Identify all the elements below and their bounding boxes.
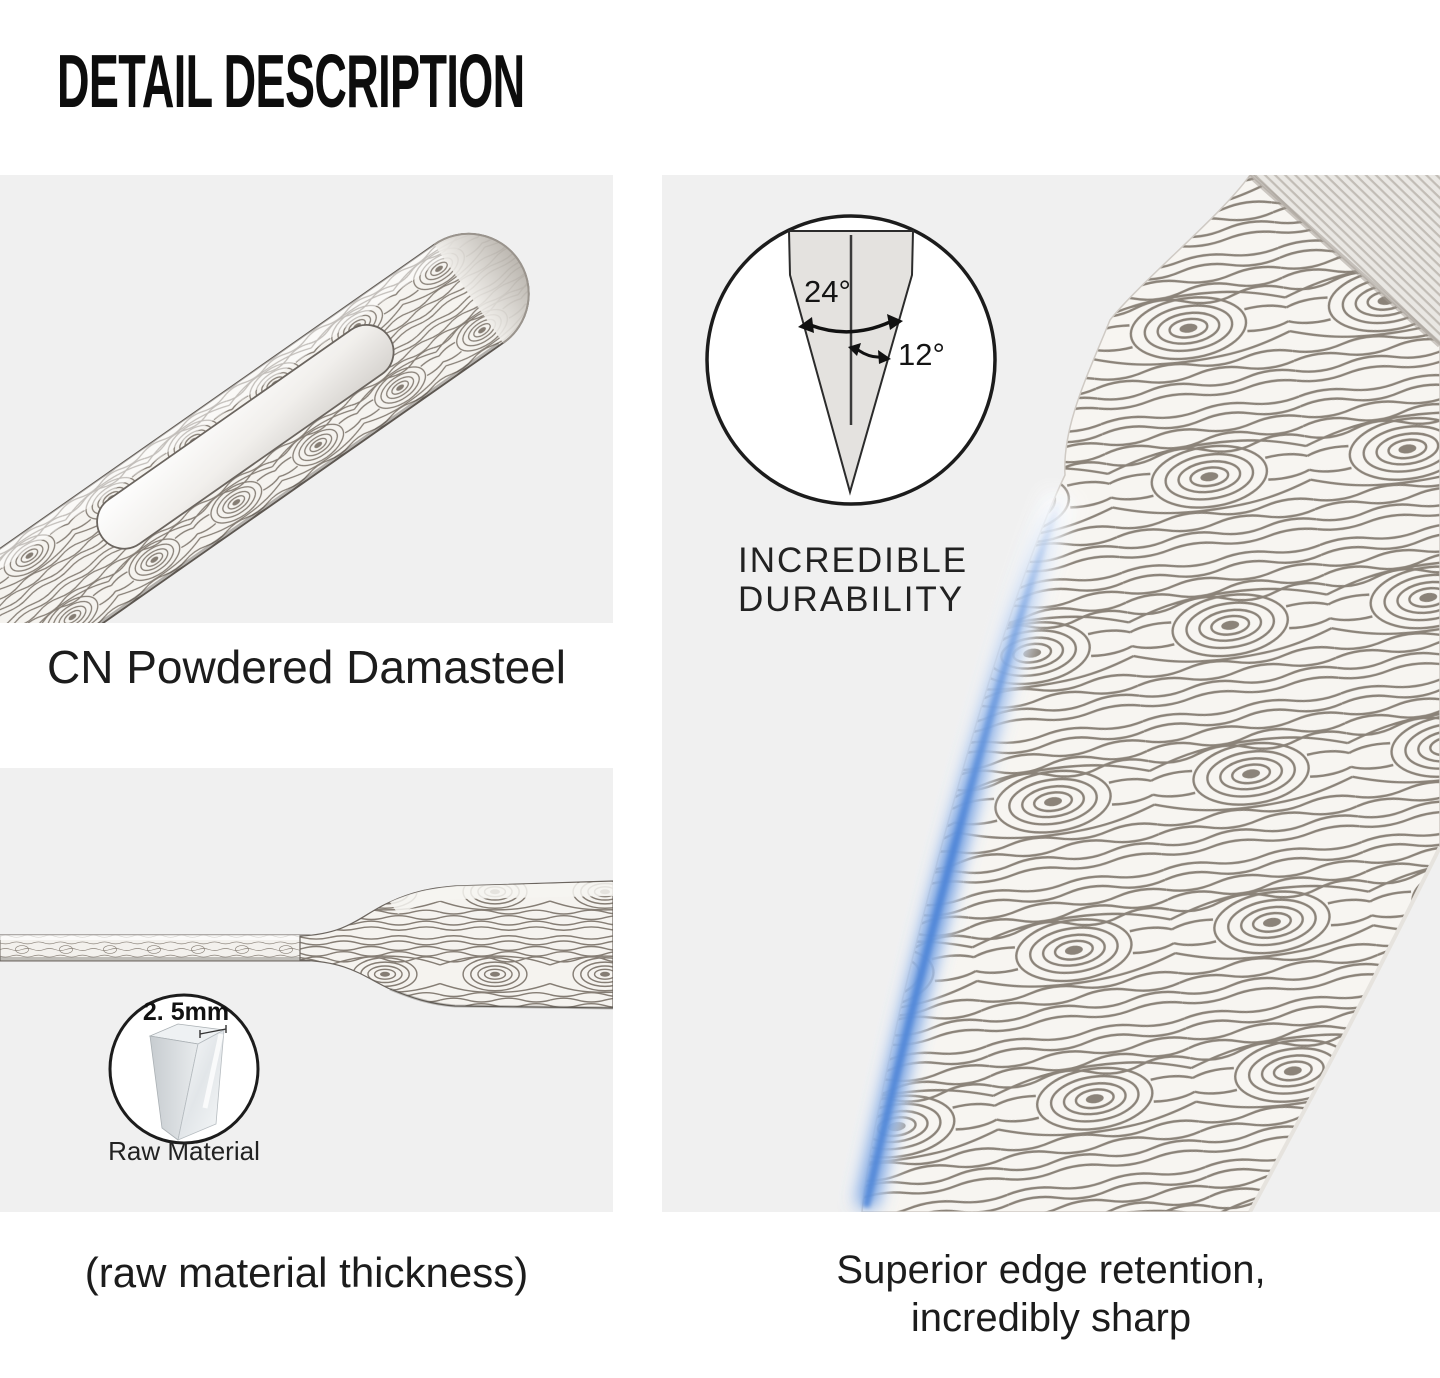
outer-angle-label: 24° <box>804 274 851 309</box>
edge-angle-diagram: 24° 12° <box>705 214 997 506</box>
outer-angle-arrow-icon <box>798 314 903 334</box>
durability-line2: DURABILITY <box>738 580 965 619</box>
edge-panel-graphics: 24° 12° <box>705 175 1440 1212</box>
damascus-blade-image <box>849 175 1440 1212</box>
inner-angle-label: 12° <box>898 337 945 372</box>
raw-material-image: 2. 5mm Raw Material <box>0 880 613 1166</box>
page-title: DETAIL DESCRIPTION <box>57 39 525 123</box>
inner-angle-arrow-icon <box>848 343 891 364</box>
panel-damasteel <box>0 175 613 623</box>
damasteel-part-image <box>0 232 530 623</box>
damasteel-bar-end-cap-edge <box>433 232 530 344</box>
caption-edge: Superior edge retention, incredibly shar… <box>662 1246 1440 1342</box>
blade-edge-glow <box>849 488 1078 1211</box>
durability-text: INCREDIBLE DURABILITY <box>738 541 968 619</box>
thickness-measurement: 2. 5mm <box>143 998 229 1026</box>
damasteel-bar <box>0 232 530 623</box>
damasteel-bar-bottom-shadow <box>0 342 500 623</box>
caption-thickness: (raw material thickness) <box>84 1249 529 1296</box>
durability-line1: INCREDIBLE <box>738 541 969 580</box>
damasteel-bar-end-cap <box>434 233 529 343</box>
damasteel-bar-slot <box>96 323 395 550</box>
thickness-inset: 2. 5mm <box>108 993 260 1145</box>
caption-damasteel: CN Powdered Damasteel <box>46 641 566 693</box>
blank-tang <box>0 934 311 962</box>
blank-top-highlight <box>390 882 613 914</box>
damasteel-bar-top-bevel <box>0 234 478 615</box>
caption-edge-line1: Superior edge retention, <box>836 1248 1266 1292</box>
blade-back-bevel <box>1248 846 1440 1212</box>
panel-edge: 24° 12° INCREDIBLE DURABILITY <box>662 175 1440 1212</box>
raw-material-label: Raw Material <box>108 1136 260 1166</box>
panel-thickness: 2. 5mm Raw Material <box>0 768 613 1212</box>
blank-body <box>299 880 613 1010</box>
blade-spine-ridge <box>1247 175 1440 348</box>
raw-material-slab <box>148 1023 226 1141</box>
dimension-line <box>199 1025 227 1038</box>
caption-edge-line2: incredibly sharp <box>910 1296 1192 1340</box>
